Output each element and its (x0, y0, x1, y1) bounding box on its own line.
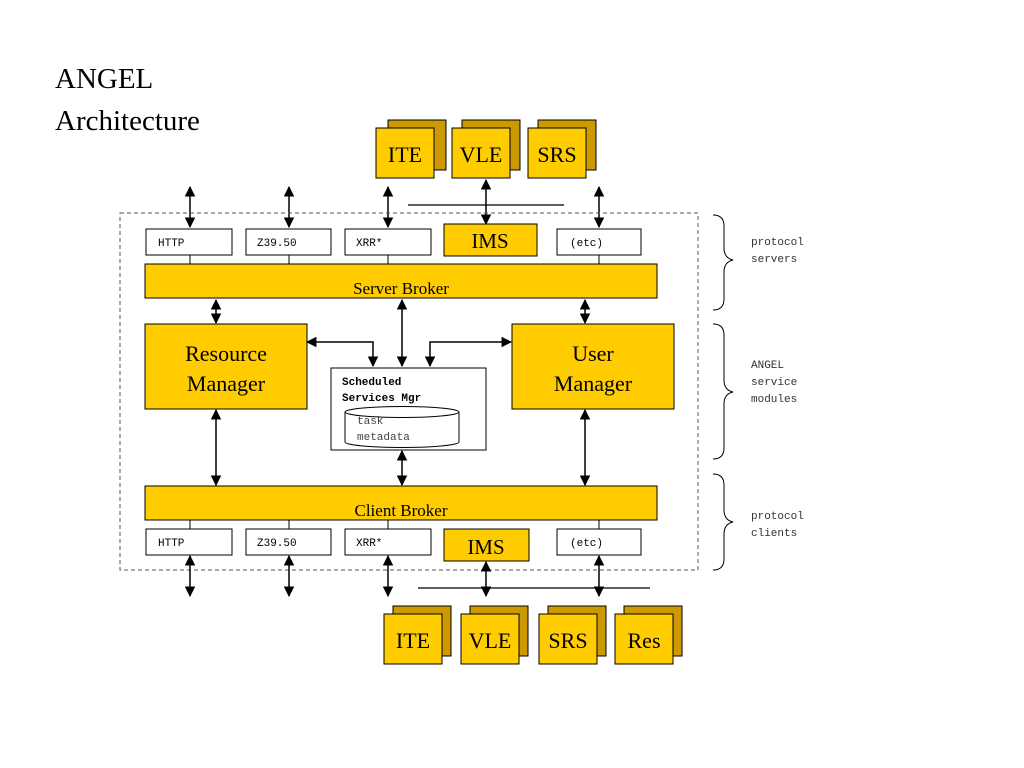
task-metadata-database: task metadata (344, 406, 460, 448)
user-manager-line-1: User (572, 341, 614, 366)
svg-text:IMS: IMS (467, 535, 504, 559)
side-label-service-modules-1: ANGEL (751, 360, 784, 372)
user-manager: User Manager (511, 323, 675, 410)
protocol-server-etc: (etc) (556, 228, 642, 256)
bottom-service-ite-label: ITE (396, 628, 430, 653)
protocol-server-http: HTTP (145, 228, 233, 256)
title-line-1: ANGEL (55, 63, 153, 95)
top-service-srs: SRS (527, 119, 597, 179)
protocol-client-z3950: Z39.50 (245, 528, 332, 556)
arrow-user-scheduler (424, 336, 513, 368)
bottom-service-srs-label: SRS (548, 628, 587, 653)
svg-text:(etc): (etc) (570, 538, 603, 550)
bottom-service-vle-label: VLE (469, 628, 512, 653)
side-label-service-modules-3: modules (751, 394, 797, 406)
protocol-client-http: HTTP (145, 528, 233, 556)
scheduled-services-line-2: Services Mgr (342, 393, 421, 405)
svg-text:XRR*: XRR* (356, 238, 382, 250)
resource-manager: Resource Manager (144, 323, 308, 410)
brace-protocol-clients (712, 473, 734, 571)
protocol-client-xrr: XRR* (344, 528, 432, 556)
brace-service-modules (712, 323, 734, 460)
bottom-service-res: Res (614, 605, 683, 665)
svg-text:Z39.50: Z39.50 (257, 238, 297, 250)
protocol-server-xrr: XRR* (344, 228, 432, 256)
server-broker-label: Server Broker (353, 279, 449, 298)
bottom-service-res-label: Res (628, 628, 661, 653)
bottom-service-ite: ITE (383, 605, 452, 665)
svg-text:Z39.50: Z39.50 (257, 538, 297, 550)
svg-text:XRR*: XRR* (356, 538, 382, 550)
resource-manager-line-2: Manager (187, 371, 266, 396)
bottom-service-vle: VLE (460, 605, 529, 665)
client-broker-label: Client Broker (354, 501, 447, 520)
svg-text:HTTP: HTTP (158, 538, 185, 550)
protocol-server-z3950: Z39.50 (245, 228, 332, 256)
resource-manager-line-1: Resource (185, 341, 267, 366)
side-label-service-modules-2: service (751, 377, 797, 389)
side-label-protocol-servers-1: protocol (751, 237, 804, 249)
task-metadata-line-2: metadata (357, 432, 410, 444)
arrow-resource-scheduler (305, 336, 379, 368)
top-service-ite: ITE (375, 119, 447, 179)
brace-protocol-servers (712, 214, 734, 311)
protocol-client-ims: IMS (443, 528, 530, 562)
angel-boundary (119, 212, 699, 571)
client-broker: Client Broker (144, 485, 658, 521)
top-service-ite-label: ITE (388, 142, 422, 167)
top-service-vle: VLE (451, 119, 521, 179)
title-line-2: Architecture (55, 105, 200, 137)
scheduled-services-line-1: Scheduled (342, 377, 401, 389)
protocol-client-etc: (etc) (556, 528, 642, 556)
side-label-protocol-clients-2: clients (751, 528, 797, 540)
svg-text:IMS: IMS (471, 229, 508, 253)
svg-text:(etc): (etc) (570, 238, 603, 250)
task-metadata-line-1: task (357, 416, 384, 428)
svg-text:HTTP: HTTP (158, 238, 185, 250)
protocol-server-ims: IMS (443, 223, 538, 257)
server-broker: Server Broker (144, 263, 658, 299)
user-manager-line-2: Manager (554, 371, 633, 396)
side-label-protocol-clients-1: protocol (751, 511, 804, 523)
side-label-protocol-servers-2: servers (751, 254, 797, 266)
bottom-service-srs: SRS (538, 605, 607, 665)
top-service-srs-label: SRS (537, 142, 576, 167)
top-service-vle-label: VLE (460, 142, 503, 167)
